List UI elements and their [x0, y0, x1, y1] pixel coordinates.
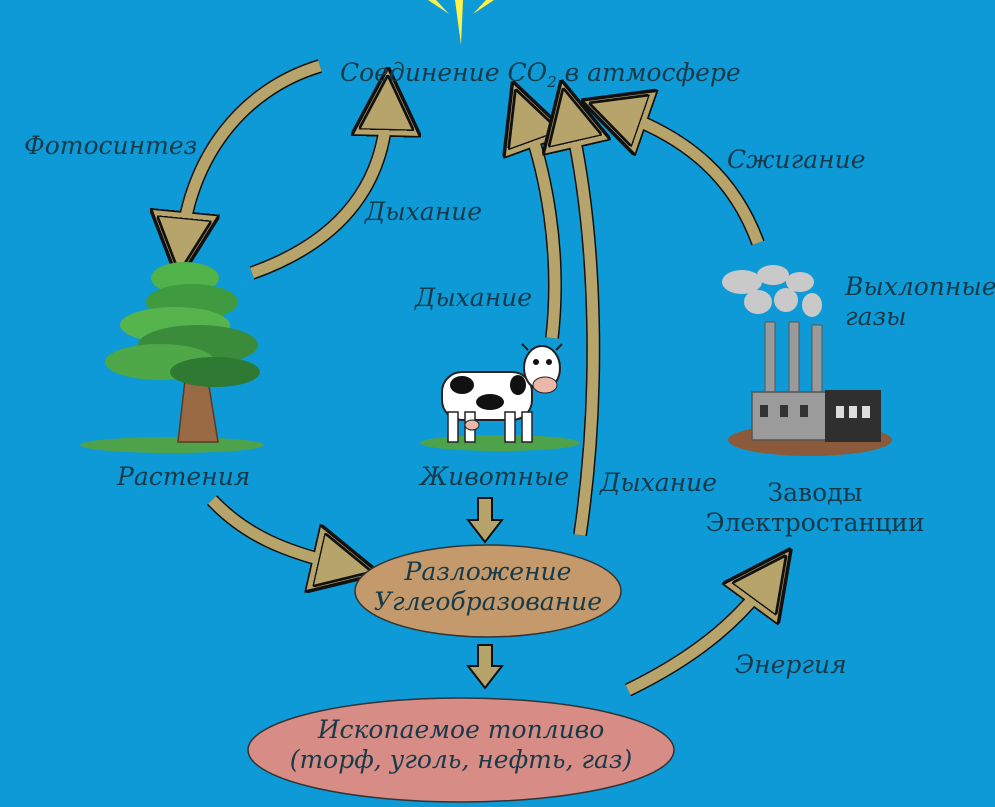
arrow-respiration-plants — [249, 106, 387, 280]
arrow-animals-to-decomposition — [465, 497, 505, 544]
decomposition-line1: Разложение — [404, 557, 572, 586]
animals-label: Животные — [420, 462, 570, 491]
decomposition-line2: Углеобразование — [373, 587, 603, 616]
combustion-label: Сжигание — [727, 145, 866, 174]
fossil-fuel-line1: Ископаемое топливо — [317, 715, 605, 744]
respiration-decomposition-label: Дыхание — [600, 468, 718, 497]
plants-label: Растения — [117, 462, 251, 491]
respiration-animals-label: Дыхание — [415, 283, 533, 312]
respiration-plants-label: Дыхание — [365, 197, 483, 226]
tree-icon — [80, 262, 264, 453]
factories-line2: Электростанции — [705, 508, 925, 537]
arrow-plants-to-decomposition — [206, 495, 342, 565]
photosynthesis-label: Фотосинтез — [24, 131, 198, 160]
decomposition-oval — [354, 544, 622, 638]
arrow-respiration-animals — [526, 118, 555, 339]
atmosphere-co2-label: Соединение СО2 в атмосфере — [340, 58, 741, 91]
arrow-energy — [624, 580, 768, 697]
energy-label: Энергия — [735, 650, 847, 679]
exhaust-gases-label: Выхлопные газы — [845, 272, 995, 332]
factories-label: Заводы Электростанции — [690, 478, 940, 538]
factory-icon — [722, 265, 892, 456]
arrow-decomposition-to-fossil — [465, 644, 505, 690]
exhaust-gases-line1: Выхлопные — [845, 272, 995, 301]
fossil-fuel-text: Ископаемое топливо (торф, уголь, нефть, … — [250, 715, 672, 775]
decomposition-text: Разложение Углеобразование — [360, 557, 616, 617]
factories-line1: Заводы — [767, 478, 863, 507]
fossil-fuel-line2: (торф, уголь, нефть, газ) — [289, 745, 633, 774]
arrow-respiration-decomposition — [570, 118, 593, 537]
fossil-fuel-oval — [247, 697, 675, 803]
arrow-combustion — [618, 113, 765, 246]
sun-rays — [428, 0, 494, 45]
cow-icon — [420, 343, 580, 451]
arrow-photosynthesis — [182, 59, 323, 242]
exhaust-gases-line2: газы — [845, 302, 907, 331]
